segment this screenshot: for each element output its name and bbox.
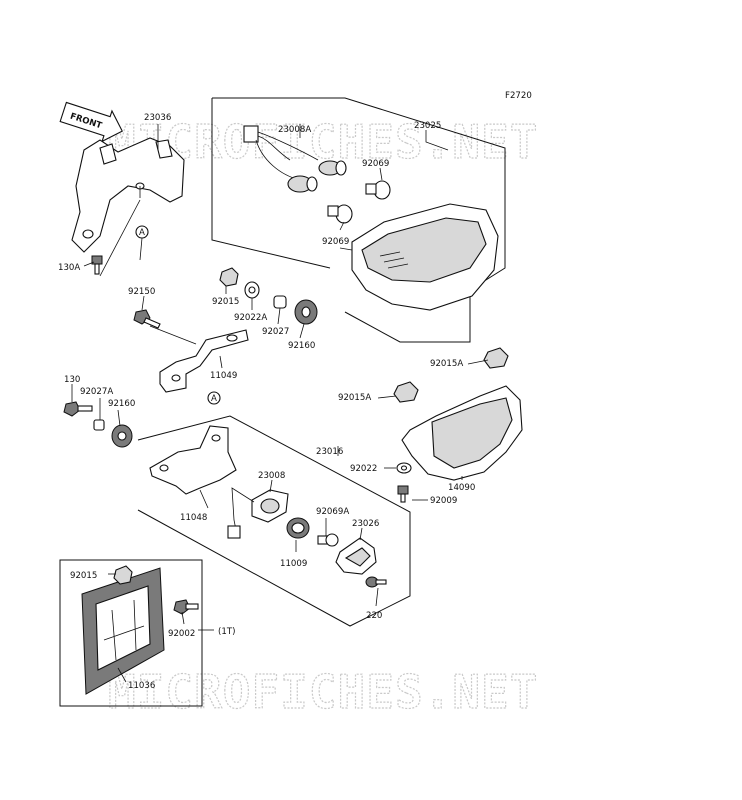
gasket-11009 xyxy=(286,517,310,539)
nut-92015a-top xyxy=(483,347,509,369)
callout-23036: 23036 xyxy=(144,113,171,123)
callout-130: 130 xyxy=(64,375,80,385)
callout-92027: 92027 xyxy=(262,327,289,337)
cover-14090 xyxy=(401,385,523,481)
callout-92015a-mid: 92015A xyxy=(338,393,371,403)
callout-92160-top: 92160 xyxy=(288,341,315,351)
bolt-130a xyxy=(91,255,103,275)
front-arrow-icon: FRONT xyxy=(59,101,123,143)
callout-92015a-top: 92015A xyxy=(430,359,463,369)
taillamp-23025 xyxy=(339,203,499,311)
bulb-92069-bottom xyxy=(327,204,353,224)
callout-14090: 14090 xyxy=(448,483,475,493)
callout-92002-qty: (1T) xyxy=(218,627,235,637)
bolt-130 xyxy=(63,401,93,417)
callout-23026: 23026 xyxy=(352,519,379,529)
plate-holder-11036 xyxy=(81,567,165,695)
license-light-23008 xyxy=(227,487,289,539)
figure-code: F2720 xyxy=(505,91,532,101)
callout-92069-top: 92069 xyxy=(362,159,389,169)
bolt-92002 xyxy=(173,599,199,615)
lens-23026 xyxy=(335,537,377,575)
callout-92002: 92002 xyxy=(168,629,195,639)
bulb-92069a xyxy=(317,533,339,547)
callout-220: 220 xyxy=(366,611,382,621)
watermark-bottom: MICROFICHES.NET xyxy=(108,665,538,719)
plate-holder-frame xyxy=(59,559,203,707)
harness-23008a xyxy=(243,125,347,193)
callout-11048: 11048 xyxy=(180,513,207,523)
svg-text:A: A xyxy=(211,394,217,404)
washer-92022 xyxy=(396,462,412,474)
bracket-23036 xyxy=(71,137,185,253)
ref-marker-a-upper: A xyxy=(135,225,149,239)
nut-92015a-mid xyxy=(393,381,419,403)
callout-130a: 130A xyxy=(58,263,80,273)
bracket-11048 xyxy=(149,425,237,495)
grommet-92160-top xyxy=(294,299,318,325)
callout-92015-bottom: 92015 xyxy=(70,571,97,581)
taillight-frame xyxy=(211,97,506,343)
callout-labels: 23036 23008A 23025 92069 92069 130A 9215… xyxy=(58,113,475,691)
license-lamp-frame xyxy=(137,415,411,627)
leader-lines xyxy=(71,124,489,683)
bolt-92150 xyxy=(133,309,161,329)
ref-marker-a-lower: A xyxy=(207,391,221,405)
nut-92015-top xyxy=(219,267,239,287)
callout-23016: 23016 xyxy=(316,447,343,457)
screw-220 xyxy=(365,576,387,588)
callout-23025: 23025 xyxy=(414,121,441,131)
callout-92009: 92009 xyxy=(430,496,457,506)
collar-92027a xyxy=(93,419,105,431)
callout-92160-left: 92160 xyxy=(108,399,135,409)
nut-92015-bottom xyxy=(113,565,133,585)
svg-text:A: A xyxy=(139,228,145,238)
callout-92022a: 92022A xyxy=(234,313,267,323)
callout-92069-bottom: 92069 xyxy=(322,237,349,247)
grommet-92160-left xyxy=(111,424,133,448)
callout-92150: 92150 xyxy=(128,287,155,297)
callout-92027a: 92027A xyxy=(80,387,113,397)
bolt-92009 xyxy=(397,485,409,503)
callout-23008a: 23008A xyxy=(278,125,311,135)
callout-11036: 11036 xyxy=(128,681,155,691)
bulb-92069-top xyxy=(365,180,391,200)
callout-11049: 11049 xyxy=(210,371,237,381)
callout-92015-top: 92015 xyxy=(212,297,239,307)
callout-23008: 23008 xyxy=(258,471,285,481)
callout-92022: 92022 xyxy=(350,464,377,474)
callout-92069a: 92069A xyxy=(316,507,349,517)
washer-92022a xyxy=(244,281,260,299)
bracket-11049 xyxy=(159,329,249,393)
callout-11009: 11009 xyxy=(280,559,307,569)
collar-92027 xyxy=(273,295,287,309)
